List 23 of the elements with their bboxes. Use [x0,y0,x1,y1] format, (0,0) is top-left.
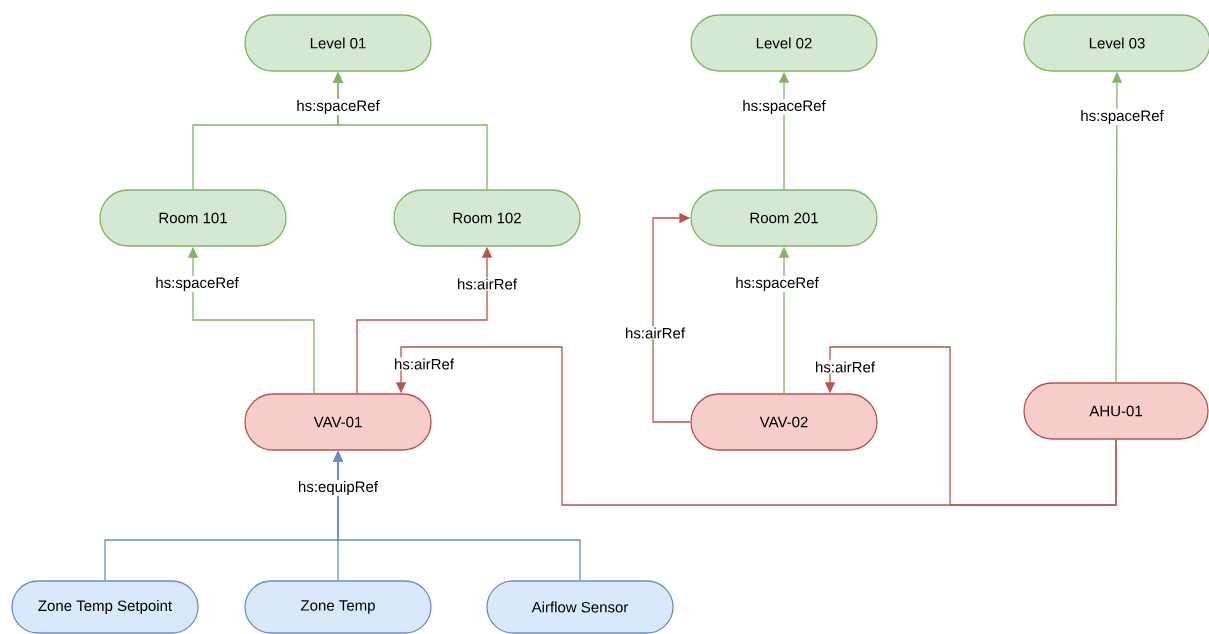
edge-label: hs:spaceRef [1079,109,1165,125]
edge-label: hs:spaceRef [295,99,381,115]
rounded-box: Zone Temp [244,580,432,634]
edge-label: hs:airRef [393,357,455,371]
rounded-box: Airflow Sensor [486,580,674,634]
arrow [652,212,691,423]
rounded-box: AHU-01 [1023,382,1209,440]
edge-label: hs:airRef [814,360,877,374]
rounded-box: Room 201 [690,189,878,247]
edge-label: hs:spaceRef [734,276,820,292]
rounded-box: Level 01 [244,14,432,72]
rounded-box: Level 02 [690,14,878,72]
rounded-box: VAV-01 [244,393,432,451]
rounded-box: Room 101 [99,189,287,247]
edge-label: hs:spaceRef [154,276,240,292]
edge-label: hs:airRef [624,326,686,340]
rounded-box: Room 102 [393,189,581,247]
rounded-box: Level 03 [1023,14,1209,72]
edge-label: hs:airRef [456,277,518,291]
edge-label: hs:equipRef [297,480,380,496]
edge-label: hs:spaceRef [741,99,827,115]
rounded-box: VAV-02 [690,393,878,451]
rounded-box: Zone Temp Setpoint [11,580,199,634]
